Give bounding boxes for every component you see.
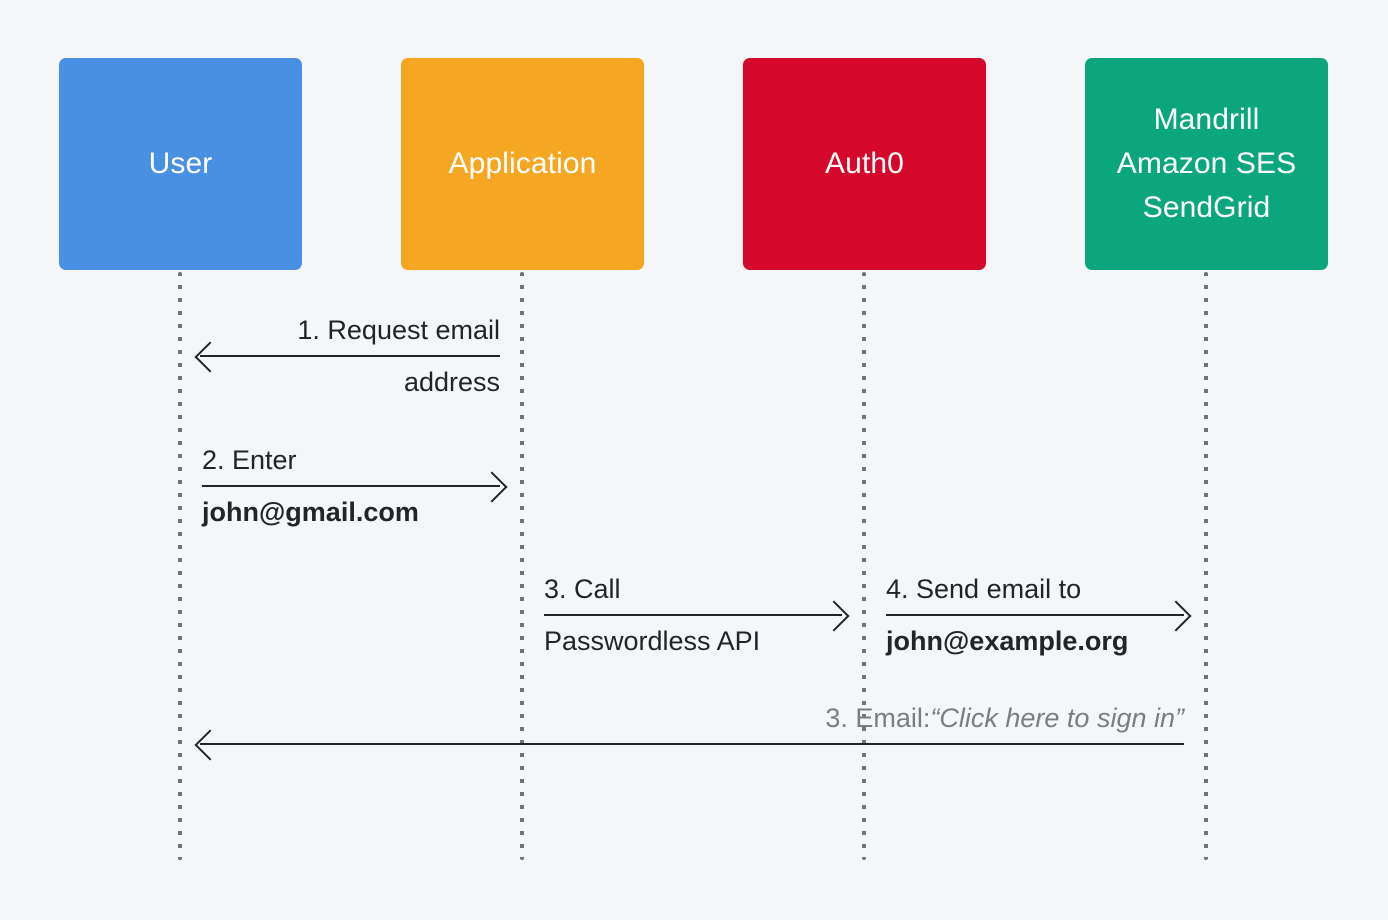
message-1-line: [200, 355, 500, 357]
message-5-label: 3. Email:“Click here to sign in”: [200, 698, 1184, 738]
message-4-label-line1: 4. Send email to: [886, 574, 1082, 604]
message-1-label-line2: address: [403, 367, 500, 397]
message-2-label-line1: 2. Enter: [202, 445, 297, 475]
participant-box-application[interactable]: Application: [401, 58, 644, 270]
participant-label-user: User: [148, 147, 213, 180]
lifeline-user: [178, 272, 182, 860]
participant-box-auth0[interactable]: Auth0: [743, 58, 986, 270]
message-3-label-line2: Passwordless API: [544, 626, 761, 656]
participant-label-auth0: Auth0: [825, 147, 904, 180]
message-4-label-line2: john@example.org: [886, 626, 1129, 656]
message-5-label-prefix: 3. Email:: [825, 703, 931, 733]
message-3-line: [544, 614, 842, 616]
message-1-label-line1: 1. Request email: [297, 315, 500, 345]
message-3-label-line1: 3. Call: [544, 574, 621, 604]
participant-label-email-provider: Mandrill Amazon SES SendGrid: [1116, 103, 1297, 224]
message-2-label-line2: john@gmail.com: [202, 497, 419, 527]
lifeline-email-provider: [1204, 272, 1208, 860]
message-5-label-quote: “Click here to sign in”: [930, 703, 1184, 733]
participant-box-email-provider[interactable]: Mandrill Amazon SES SendGrid: [1085, 58, 1328, 270]
participant-box-user[interactable]: User: [59, 58, 302, 270]
lifeline-application: [520, 272, 524, 860]
message-5-line: [200, 743, 1184, 745]
message-2-line: [202, 485, 500, 487]
message-4-line: [886, 614, 1184, 616]
lifeline-auth0: [862, 272, 866, 860]
participant-label-application: Application: [448, 147, 597, 180]
